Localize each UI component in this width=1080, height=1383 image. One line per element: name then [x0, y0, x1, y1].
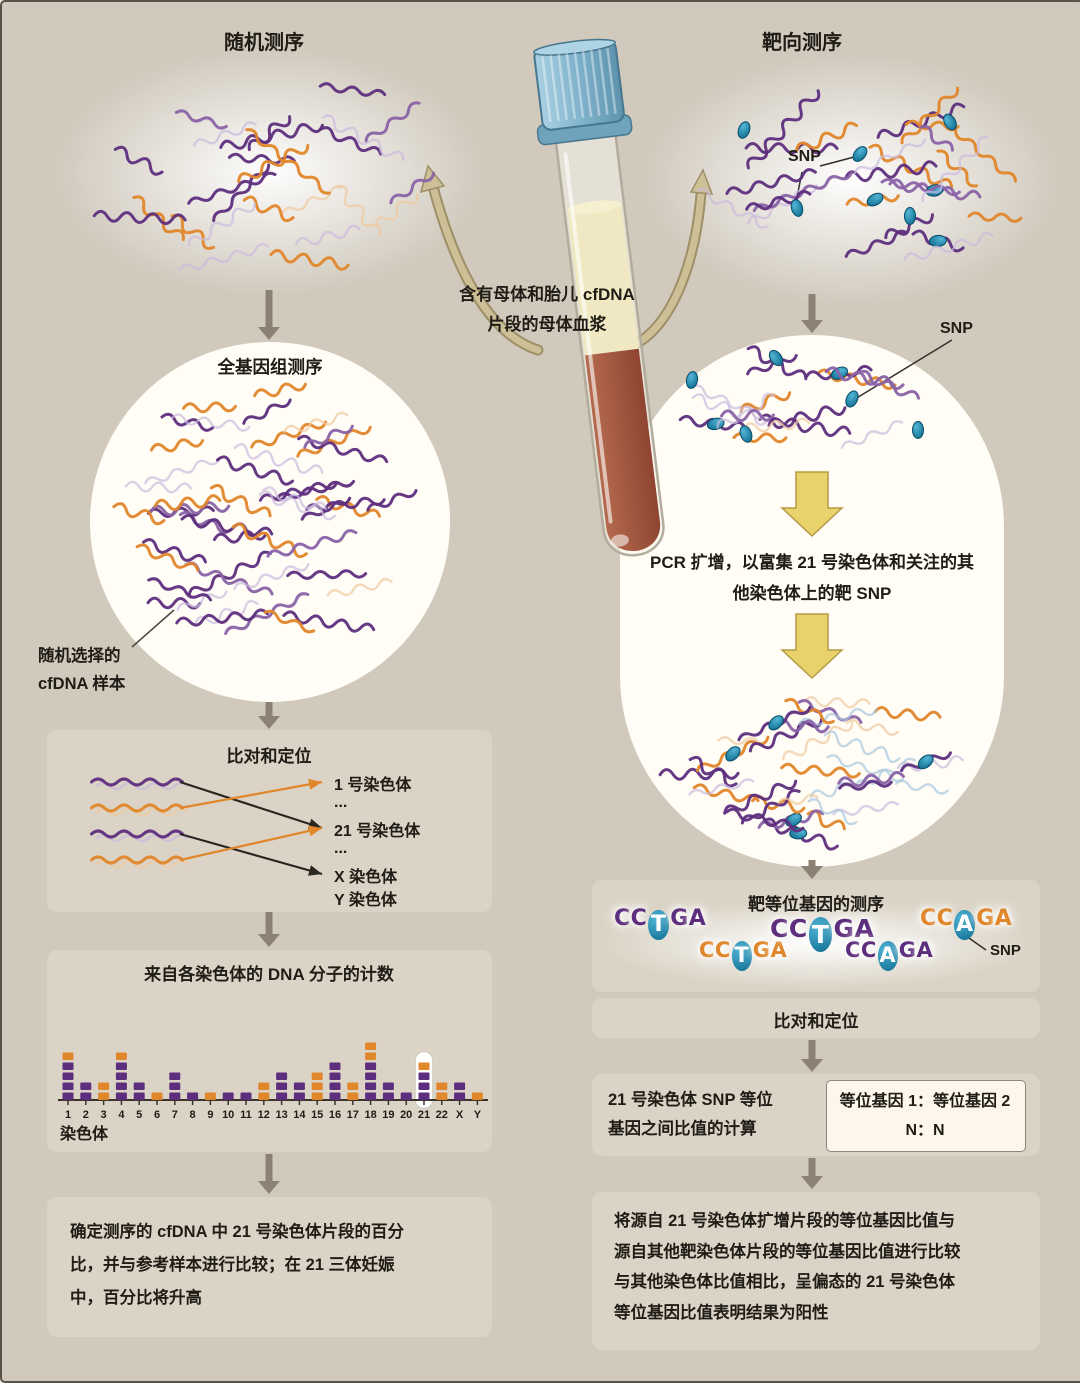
snp-base-icon: T — [808, 917, 833, 953]
chromosome-label: ... — [334, 794, 348, 811]
chart-x-axis-label: 染色体 — [60, 1126, 109, 1143]
svg-text:16: 16 — [329, 1109, 341, 1121]
snp-cloud-pointer-2 — [819, 155, 859, 167]
snp-label-capsule: SNP — [940, 320, 973, 337]
counting-box — [47, 950, 492, 1152]
chromosome-label: 21 号染色体 — [334, 823, 421, 840]
svg-text:20: 20 — [400, 1109, 412, 1121]
svg-text:4: 4 — [118, 1109, 125, 1121]
count-title: 来自各染色体的 DNA 分子的计数 — [144, 965, 394, 984]
result-text-left: 确定测序的 cfDNA 中 21 号染色体片段的百分 比，并与参考样本进行比较；… — [70, 1223, 404, 1307]
sample-label-pointer — [131, 609, 175, 648]
svg-text:7: 7 — [172, 1109, 178, 1121]
tube-label: 含有母体和胎儿 cfDNA 片段的母体血浆 — [459, 285, 635, 334]
allele-ratio-formula-box — [826, 1080, 1026, 1152]
svg-text:3: 3 — [101, 1109, 107, 1121]
align-title-right: 比对和定位 — [773, 1012, 859, 1031]
alignment-box-left — [47, 730, 492, 912]
cloud-right-fragments — [697, 86, 1023, 261]
svg-text:6: 6 — [154, 1109, 160, 1121]
svg-text:X: X — [456, 1109, 464, 1121]
sample-label: 随机选择的 cfDNA 样本 — [38, 647, 126, 694]
svg-text:14: 14 — [293, 1109, 306, 1121]
blood-tube-icon — [533, 38, 665, 557]
svg-text:5: 5 — [136, 1109, 142, 1121]
cfdna-cloud-glow-right — [642, 52, 1062, 307]
snp-base-icon: A — [954, 909, 976, 941]
whole-genome-sequencing-circle — [90, 342, 450, 702]
pcr-text: PCR 扩增，以富集 21 号染色体和关注的其 他染色体上的靶 SNP — [650, 553, 974, 603]
wgs-circle-fragments — [112, 382, 418, 636]
snp-base-icon: T — [731, 941, 752, 971]
tube-to-cloud-arrow-left — [419, 164, 544, 356]
allele-seq-title: 靶等位基因的测序 — [748, 895, 884, 914]
svg-text:18: 18 — [364, 1109, 376, 1121]
ratio-formula: 等位基因 1：等位基因 2 N：N — [839, 1093, 1011, 1139]
chromosome-label: 1 号染色体 — [334, 777, 412, 794]
result-box-left — [47, 1197, 492, 1337]
svg-text:13: 13 — [275, 1109, 287, 1121]
svg-text:8: 8 — [190, 1109, 196, 1121]
read-mapping — [90, 777, 323, 876]
svg-text:21: 21 — [418, 1109, 430, 1121]
result-text-right: 将源自 21 号染色体扩增片段的等位基因比值与 源自其他靶染色体片段的等位基因比… — [614, 1212, 961, 1322]
random-seq-title: 随机测序 — [224, 32, 304, 54]
snp-label-cloud: SNP — [788, 148, 821, 165]
ratio-text: 21 号染色体 SNP 等位 基因之间比值的计算 — [608, 1091, 773, 1138]
flow-arrows — [258, 290, 823, 1194]
result-box-right — [592, 1192, 1040, 1350]
pcr-step-arrow-2 — [780, 613, 844, 680]
svg-text:12: 12 — [258, 1109, 270, 1121]
chromosome-label: Y 染色体 — [334, 892, 397, 909]
svg-text:1: 1 — [65, 1109, 71, 1121]
svg-text:17: 17 — [347, 1109, 359, 1121]
align-title-left: 比对和定位 — [226, 747, 312, 766]
fixed-snp-markers — [685, 113, 957, 443]
chromosome-label: X 染色体 — [334, 869, 398, 886]
pcr-step-arrow-1 — [780, 471, 844, 538]
snp-label-seq: SNP — [990, 942, 1021, 959]
alignment-box-right — [592, 998, 1040, 1038]
wgs-title: 全基因组测序 — [217, 357, 323, 377]
snp-capsule-pointer — [854, 339, 953, 400]
svg-text:9: 9 — [207, 1109, 213, 1121]
snp-base-icon: T — [648, 909, 670, 941]
svg-text:19: 19 — [382, 1109, 394, 1121]
cloud-left-fragments — [92, 82, 435, 272]
targeted-seq-title: 靶向测序 — [762, 32, 842, 54]
chromosome-label: ... — [334, 840, 348, 857]
svg-text:22: 22 — [436, 1109, 448, 1121]
svg-text:10: 10 — [222, 1109, 234, 1121]
capsule-top-fragments — [678, 345, 921, 449]
svg-text:2: 2 — [83, 1109, 89, 1121]
svg-text:Y: Y — [474, 1109, 482, 1121]
snp-base-icon: A — [877, 941, 898, 971]
capsule-bottom-fragments — [658, 696, 964, 851]
svg-text:11: 11 — [240, 1109, 252, 1121]
svg-text:15: 15 — [311, 1109, 323, 1121]
